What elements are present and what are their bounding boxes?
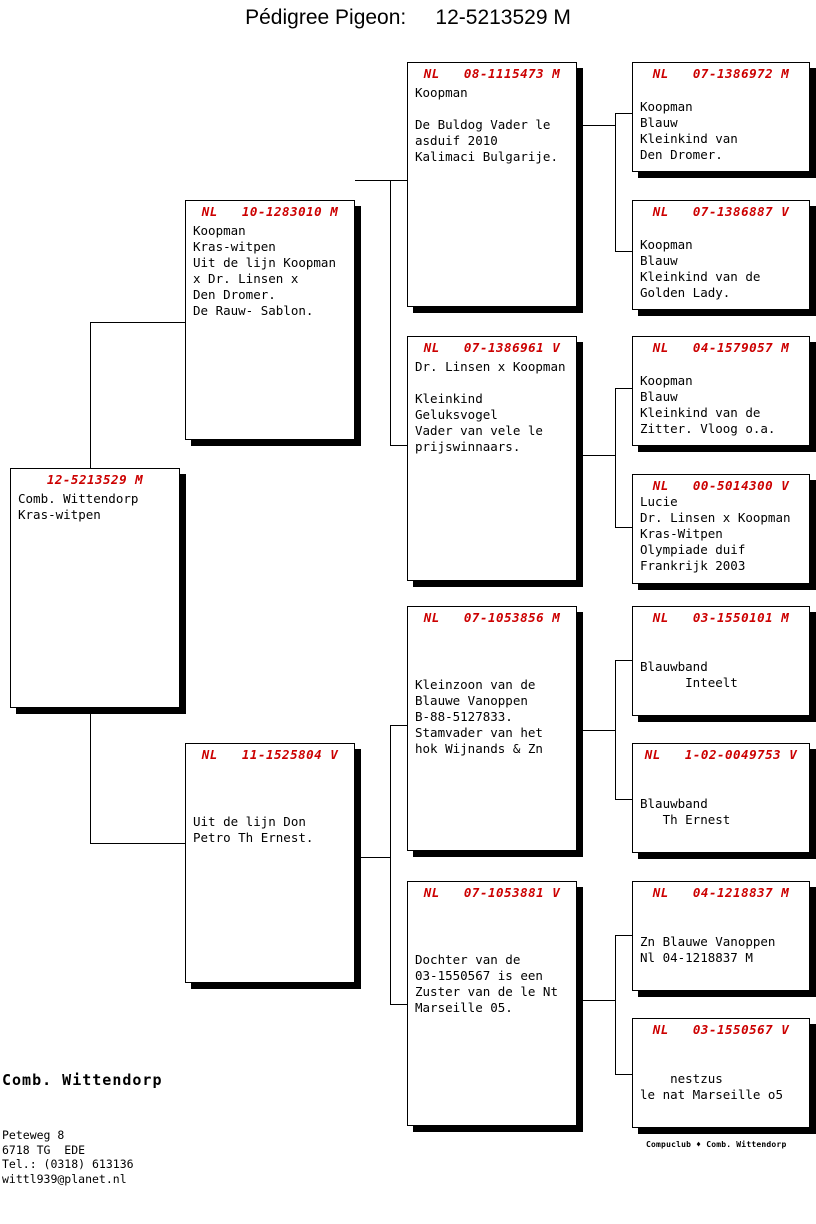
connector-father-stub [355,180,391,181]
box-header-id: NL 11-1525804 V [201,747,339,762]
pedigree-box-grandparent-2[interactable]: NL 07-1386961 V Dr. Linsen x Koopman Kle… [407,336,577,581]
box-body-text: Blauwband Inteelt [640,659,738,690]
box-header-id: NL 10-1283010 M [201,204,339,219]
connector-gp1-spine [615,113,616,252]
connector-gp4-to-ggp8 [615,1074,632,1075]
pedigree-box-greatgrandparent-2[interactable]: NL 07-1386887 V Koopman Blauw Kleinkind … [632,200,810,310]
box-body-text: Kleinzoon van de Blauwe Vanoppen B-88-51… [415,677,543,756]
pedigree-box-greatgrandparent-8[interactable]: NL 03-1550567 V nestzus le nat Marseille… [632,1018,810,1128]
box-body-text: Koopman Blauw Kleinkind van Den Dromer. [640,99,738,162]
page-title: Pédigree Pigeon: 12-5213529 M [245,6,571,29]
box-header-id: NL 07-1386972 M [652,66,790,81]
box-header-id: NL 04-1579057 M [652,340,790,355]
connector-gp4-stub [580,1000,616,1001]
box-header-id: 12-5213529 M [46,472,144,487]
owner-address: Peteweg 8 6718 TG EDE Tel.: (0318) 61313… [2,1128,134,1186]
connector-mother-stub [355,857,391,858]
box-body-text: Koopman Blauw Kleinkind van de Zitter. V… [640,373,776,436]
connector-gp3-spine [615,660,616,800]
connector-mother-to-gp4 [390,1004,407,1005]
connector-subject-bottom [90,843,185,844]
pedigree-box-greatgrandparent-5[interactable]: NL 03-1550101 M Blauwband Inteelt [632,606,810,716]
box-body-text: nestzus le nat Marseille o5 [640,1071,783,1102]
box-body-text: Koopman Kras-witpen Uit de lijn Koopman … [193,223,336,318]
box-body-text: Dochter van de 03-1550567 is een Zuster … [415,952,558,1015]
box-body-text: Koopman Blauw Kleinkind van de Golden La… [640,237,761,300]
box-header-id: NL 03-1550567 V [652,1022,790,1037]
connector-gp1-to-ggp2 [615,251,632,252]
box-header-id: NL 03-1550101 M [652,610,790,625]
box-body-text: Koopman De Buldog Vader le asduif 2010 K… [415,85,558,164]
box-body-text: Blauwband Th Ernest [640,796,731,827]
pedigree-box-subject[interactable]: 12-5213529 M Comb. Wittendorp Kras-witpe… [10,468,180,708]
connector-gp3-to-ggp5 [615,660,632,661]
connector-gp1-to-ggp1 [615,113,632,114]
box-header-id: NL 07-1386887 V [652,204,790,219]
connector-gp3-stub [580,730,616,731]
box-header-id: NL 07-1053881 V [423,885,561,900]
connector-gp2-stub [580,455,616,456]
box-body-text: Zn Blauwe Vanoppen Nl 04-1218837 M [640,934,776,965]
connector-gp2-to-ggp3 [615,388,632,389]
pedigree-box-grandparent-4[interactable]: NL 07-1053881 V Dochter van de 03-155056… [407,881,577,1126]
connector-gp2-spine [615,388,616,528]
connector-subject-top [90,322,185,323]
connector-gp3-to-ggp6 [615,799,632,800]
box-header-id: NL 00-5014300 V [652,478,790,493]
pedigree-box-mother[interactable]: NL 11-1525804 V Uit de lijn Don Petro Th… [185,743,355,983]
pedigree-box-greatgrandparent-7[interactable]: NL 04-1218837 M Zn Blauwe Vanoppen Nl 04… [632,881,810,991]
box-header-id: NL 1-02-0049753 V [644,747,798,762]
pedigree-box-greatgrandparent-4[interactable]: NL 00-5014300 V Lucie Dr. Linsen x Koopm… [632,474,810,584]
pedigree-box-grandparent-3[interactable]: NL 07-1053856 M Kleinzoon van de Blauwe … [407,606,577,851]
connector-father-spine [390,180,391,445]
connector-gp4-spine [615,935,616,1075]
pedigree-box-father[interactable]: NL 10-1283010 M Koopman Kras-witpen Uit … [185,200,355,440]
pedigree-box-greatgrandparent-6[interactable]: NL 1-02-0049753 V Blauwband Th Ernest [632,743,810,853]
owner-name: Comb. Wittendorp [2,1071,163,1089]
pedigree-box-greatgrandparent-1[interactable]: NL 07-1386972 M Koopman Blauw Kleinkind … [632,62,810,172]
box-body-text: Comb. Wittendorp Kras-witpen [18,491,139,522]
connector-gp1-stub [580,125,616,126]
connector-subject-down [90,712,91,844]
connector-father-to-gp2 [390,445,407,446]
connector-subject-up [90,322,91,468]
connector-father-to-gp1 [390,180,407,181]
connector-mother-spine [390,725,391,1005]
box-body-text: Dr. Linsen x Koopman Kleinkind Geluksvog… [415,359,566,454]
box-header-id: NL 04-1218837 M [652,885,790,900]
box-header-id: NL 07-1053856 M [423,610,561,625]
pedigree-page: Pédigree Pigeon: 12-5213529 M 12-5213529… [2,6,810,1186]
box-header-id: NL 08-1115473 M [423,66,561,81]
software-credit: Compuclub ♦ Comb. Wittendorp [646,1140,787,1149]
connector-gp4-to-ggp7 [615,935,632,936]
connector-mother-to-gp3 [390,725,407,726]
box-body-text: Lucie Dr. Linsen x Koopman Kras-Witpen O… [640,494,791,573]
owner-footer: Comb. Wittendorp Peteweg 8 6718 TG EDE T… [2,1033,163,1224]
box-header-id: NL 07-1386961 V [423,340,561,355]
connector-gp2-to-ggp4 [615,527,632,528]
box-body-text: Uit de lijn Don Petro Th Ernest. [193,814,314,845]
pedigree-box-grandparent-1[interactable]: NL 08-1115473 M Koopman De Buldog Vader … [407,62,577,307]
pedigree-box-greatgrandparent-3[interactable]: NL 04-1579057 M Koopman Blauw Kleinkind … [632,336,810,446]
